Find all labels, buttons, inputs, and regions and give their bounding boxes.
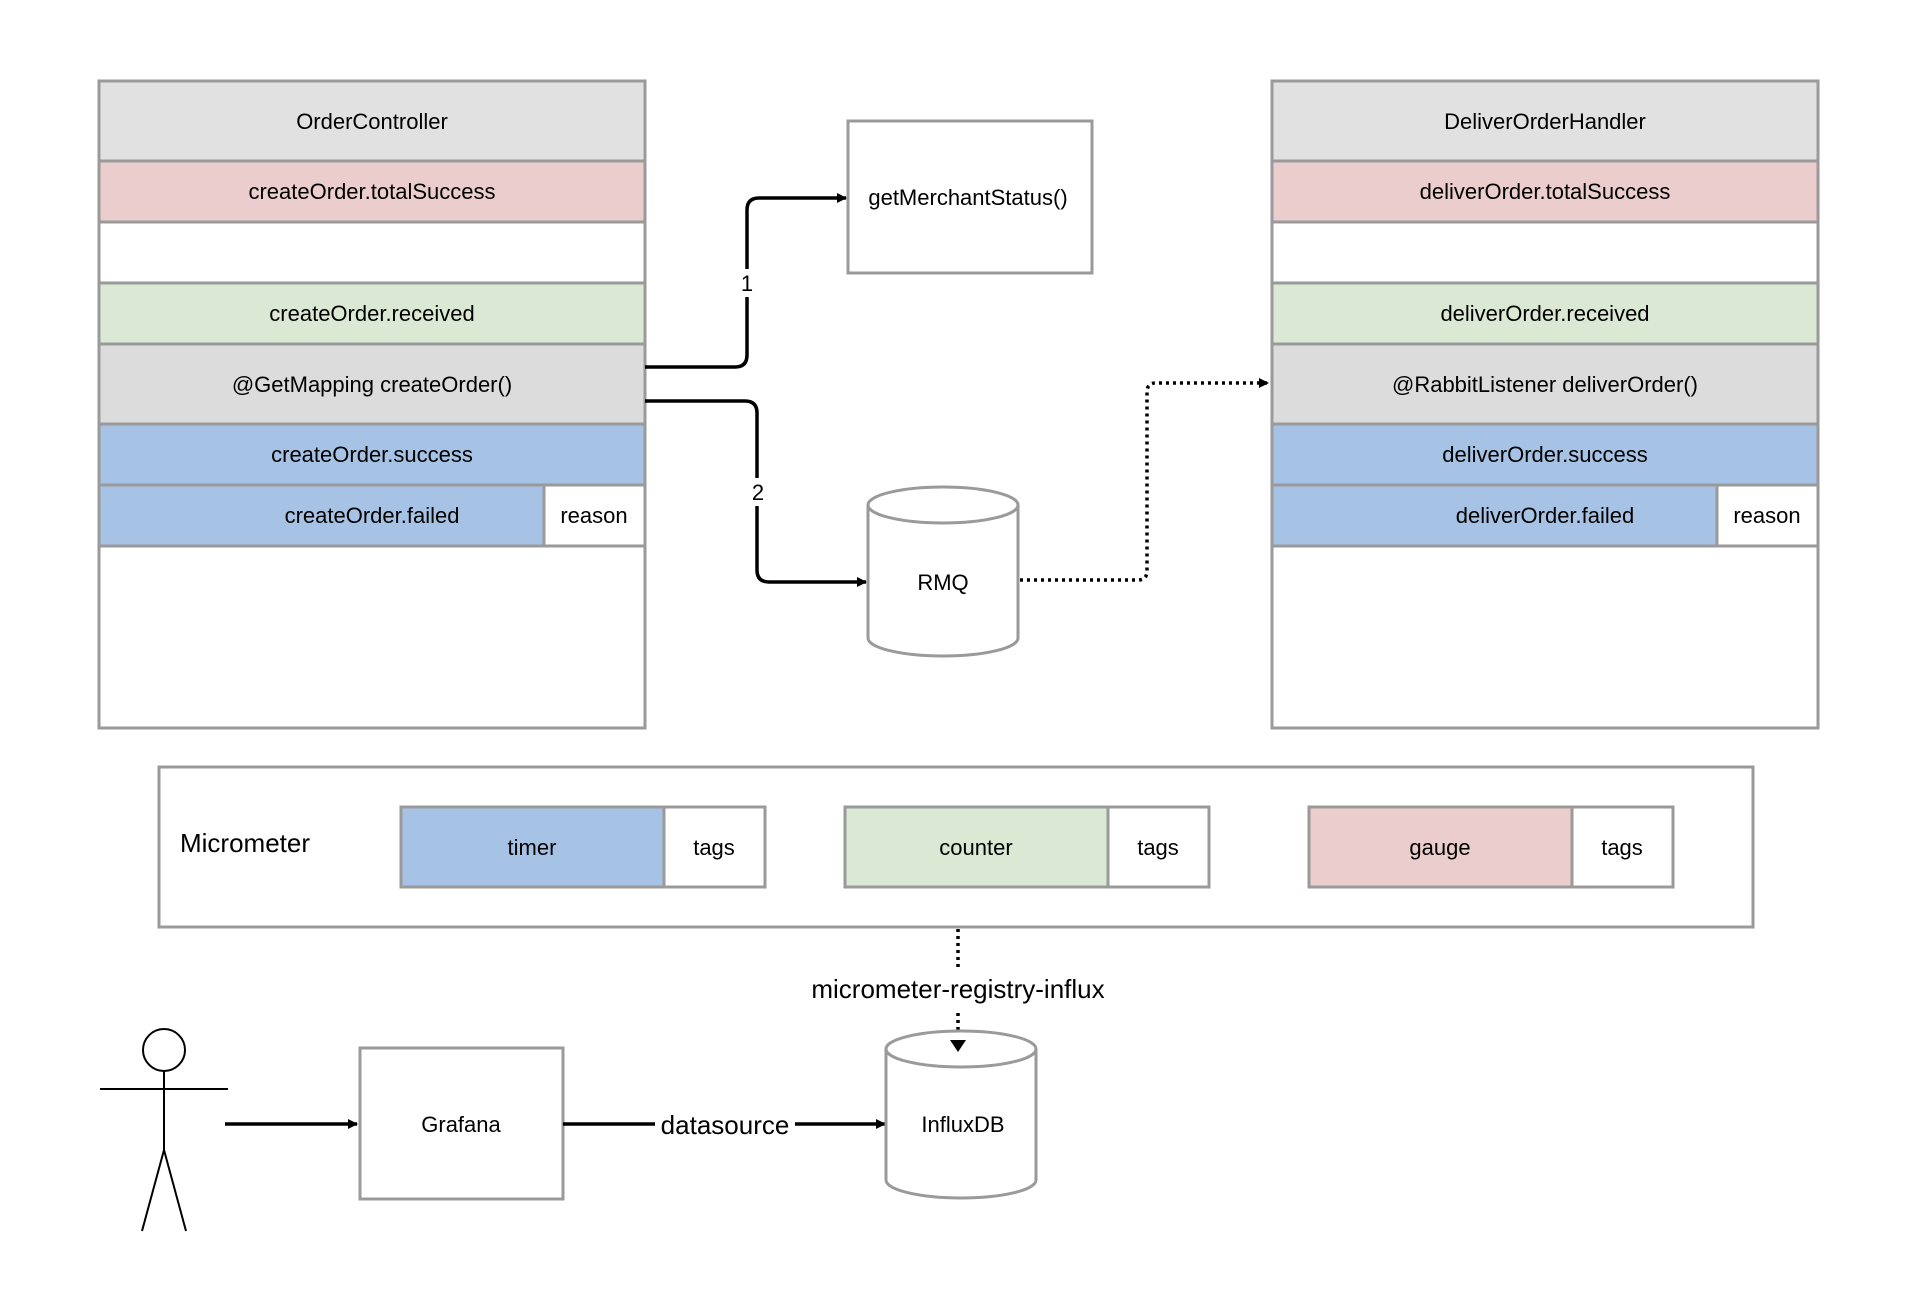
deliver-order-reason-tag [1715,483,1820,548]
gauge-label: gauge [1409,835,1470,860]
rmq-label: RMQ [917,570,968,595]
deliver-order-failed-row [1270,483,1719,548]
order-controller-header [97,79,647,163]
create-order-received-label: createOrder.received [269,301,474,326]
edge-1-label: 1 [741,271,753,296]
deliver-order-success-label: deliverOrder.success [1442,442,1647,467]
rmq-cylinder: RMQ [866,485,1020,658]
micrometer-title: Micrometer [180,828,310,858]
counter-label: counter [939,835,1012,860]
create-order-success-label: createOrder.success [271,442,473,467]
create-order-received-row [97,281,647,346]
edge-2-label: 2 [752,480,764,505]
create-order-total-success-row [97,159,647,224]
deliver-handler-title: DeliverOrderHandler [1444,109,1646,134]
deliver-order-total-success-label: deliverOrder.totalSuccess [1420,179,1671,204]
deliver-order-received-row [1270,281,1820,346]
influxdb-cylinder: InfluxDB [884,1029,1038,1200]
edge-rmq-to-deliver [1020,378,1269,582]
create-order-failed-row [97,483,546,548]
counter-tags-box [1106,805,1211,889]
registry-label: micrometer-registry-influx [811,974,1104,1004]
micrometer-panel: Micrometer timer tags counter tags gauge… [157,765,1755,929]
counter-tags-label: tags [1137,835,1179,860]
timer-tags-label: tags [693,835,735,860]
gauge-tags-box [1570,805,1675,889]
gauge-box [1307,805,1574,889]
deliver-order-method-label: @RabbitListener deliverOrder() [1392,372,1698,397]
grafana-box: Grafana [358,1046,565,1201]
order-controller: OrderController createOrder.totalSuccess… [97,79,647,730]
influxdb-label: InfluxDB [921,1112,1004,1137]
create-order-success-row [97,422,647,487]
gauge-tags-label: tags [1601,835,1643,860]
deliver-order-handler: DeliverOrderHandler deliverOrder.totalSu… [1270,79,1820,730]
create-order-total-success-label: createOrder.totalSuccess [248,179,495,204]
grafana-label: Grafana [421,1112,501,1137]
merchant-status-box: getMerchantStatus() [846,119,1094,275]
deliver-order-method-row [1270,342,1820,426]
registry-arrow-head [950,1040,966,1052]
deliver-order-failed-label: deliverOrder.failed [1456,503,1635,528]
deliver-handler-header [1270,79,1820,163]
create-order-reason-tag [542,483,647,548]
timer-label: timer [508,835,557,860]
deliver-order-reason-label: reason [1733,503,1800,528]
timer-tags-box [662,805,767,889]
create-order-reason-label: reason [560,503,627,528]
datasource-label: datasource [661,1110,790,1140]
timer-box [399,805,666,889]
deliver-order-received-label: deliverOrder.received [1440,301,1649,326]
merchant-status-label: getMerchantStatus() [868,185,1067,210]
deliver-order-total-success-row [1270,159,1820,224]
create-order-method-label: @GetMapping createOrder() [232,372,512,397]
user-actor-icon [100,1028,228,1232]
order-controller-title: OrderController [296,109,448,134]
create-order-failed-label: createOrder.failed [285,503,460,528]
